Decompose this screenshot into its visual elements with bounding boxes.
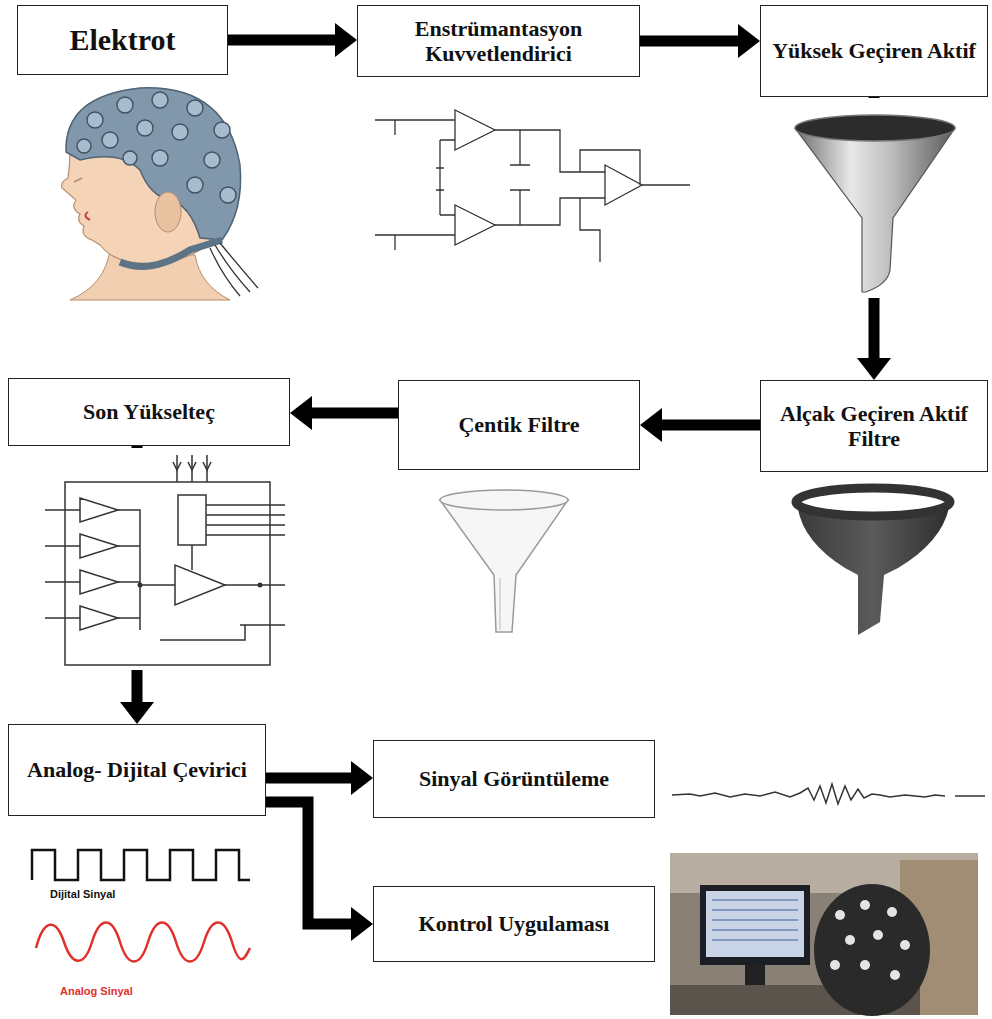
flow-arrow bbox=[266, 802, 373, 941]
box-label: Elektrot bbox=[69, 23, 175, 58]
arrow-shaft bbox=[662, 420, 760, 431]
process-box: Elektrot bbox=[17, 5, 228, 75]
arrow-head bbox=[640, 408, 662, 442]
arrow-head bbox=[857, 358, 891, 380]
box-label: Yüksek Geçiren Aktif bbox=[772, 38, 976, 63]
arrow-shaft bbox=[266, 773, 351, 784]
arrow-head bbox=[335, 23, 357, 57]
signal-label: Dijital Sinyal bbox=[50, 888, 115, 900]
process-box: Çentik Filtre bbox=[398, 380, 640, 470]
arrow-shaft bbox=[266, 802, 351, 924]
box-label: Son Yükselteç bbox=[83, 399, 215, 424]
low-pass-funnel-icon bbox=[796, 488, 950, 635]
amplifier-chip-diagram bbox=[20, 448, 295, 670]
arrow-shaft bbox=[640, 36, 738, 47]
process-box: Sinyal Görüntüleme bbox=[373, 740, 655, 818]
arrow-head bbox=[351, 907, 373, 941]
eeg-signal-trace bbox=[672, 784, 985, 804]
arrow-head bbox=[351, 761, 373, 795]
process-box: Yüksek Geçiren Aktif bbox=[760, 5, 988, 97]
arrow-head bbox=[290, 396, 312, 430]
signal-label: Analog Sinyal bbox=[60, 985, 133, 997]
box-label: Enstrümantasyon Kuvvetlendirici bbox=[366, 16, 631, 67]
digital-square-wave bbox=[32, 850, 250, 880]
arrow-shaft bbox=[228, 35, 335, 46]
box-label: Alçak Geçiren Aktif Filtre bbox=[769, 401, 979, 452]
box-label: Çentik Filtre bbox=[458, 412, 579, 437]
process-box: Analog- Dijital Çevirici bbox=[8, 724, 266, 816]
instrumentation-amplifier-schematic bbox=[375, 110, 690, 262]
process-box: Alçak Geçiren Aktif Filtre bbox=[760, 380, 988, 472]
analog-sine-wave bbox=[36, 923, 250, 962]
box-label: Kontrol Uygulaması bbox=[419, 911, 610, 936]
arrow-head bbox=[738, 24, 760, 58]
box-label: Sinyal Görüntüleme bbox=[419, 766, 609, 791]
arrow-shaft bbox=[312, 408, 398, 419]
box-label: Analog- Dijital Çevirici bbox=[27, 757, 247, 782]
eeg-head-illustration bbox=[62, 88, 258, 300]
notch-funnel-icon bbox=[440, 490, 568, 632]
process-box: Son Yükselteç bbox=[8, 378, 290, 446]
flow-arrow bbox=[640, 408, 760, 442]
flow-arrow bbox=[266, 761, 373, 795]
high-pass-funnel-icon bbox=[760, 98, 988, 298]
arrow-head bbox=[120, 702, 154, 724]
flow-arrow bbox=[640, 24, 760, 58]
process-box: Kontrol Uygulaması bbox=[373, 886, 655, 962]
flow-arrow bbox=[290, 396, 398, 430]
flow-arrow bbox=[228, 23, 357, 57]
process-box: Enstrümantasyon Kuvvetlendirici bbox=[357, 5, 640, 77]
eeg-recording-photo bbox=[670, 853, 978, 1016]
